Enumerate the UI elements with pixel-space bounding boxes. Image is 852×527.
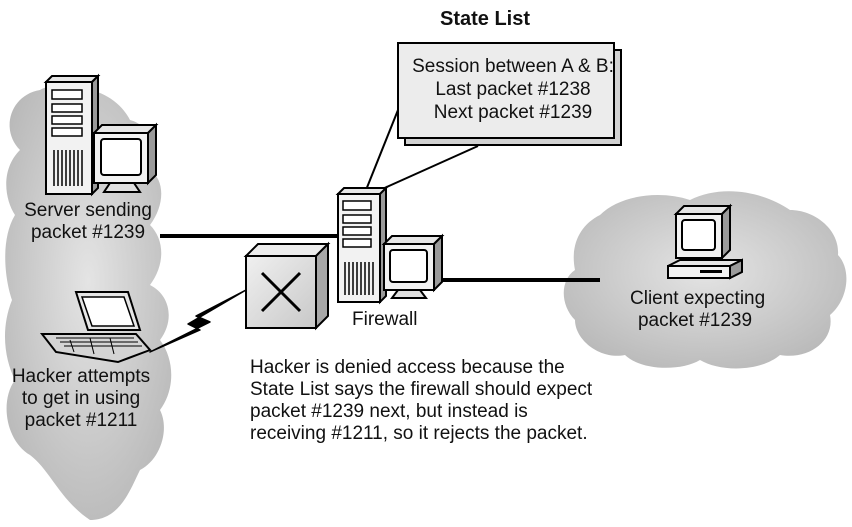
firewall-label: Firewall [352, 309, 418, 330]
state-list-line: Next packet #1239 [433, 102, 593, 123]
server-label-line: packet #1239 [30, 222, 146, 243]
right-cloud-icon [563, 191, 847, 369]
server-label-line: Server sending [24, 200, 152, 221]
hacker-label-line: to get in using [21, 388, 141, 409]
firewall-tower-icon [335, 185, 389, 305]
server-label: Server sending packet #1239 [18, 200, 158, 244]
server-monitor-icon [91, 122, 159, 193]
client-label: Client expecting packet #1239 [630, 288, 766, 332]
explanation-text: Hacker is denied access because the Stat… [250, 357, 592, 445]
state-list-title: State List [440, 8, 531, 30]
server-tower-icon [43, 73, 101, 197]
client-desktop-base-icon [667, 258, 743, 280]
state-list-line: Session between A & B: [412, 56, 614, 77]
firewall-monitor-icon [381, 233, 445, 299]
state-list-box [397, 42, 622, 146]
explanation-line: packet #1239 next, but instead is [250, 401, 528, 422]
hacker-label-line: packet #1211 [24, 410, 138, 431]
client-label-line: Client expecting [630, 288, 766, 309]
laptop-icon [39, 291, 152, 364]
client-monitor-icon [673, 203, 733, 265]
hacker-label-line: Hacker attempts [11, 366, 151, 387]
state-list-entries: Session between A & B: Last packet #1238… [405, 55, 621, 124]
reject-x-box-icon [243, 241, 331, 331]
lightning-bolt-icon [149, 289, 247, 353]
state-list-line: Last packet #1238 [435, 79, 591, 100]
explanation-line: Hacker is denied access because the [250, 357, 565, 378]
explanation-line: State List says the firewall should expe… [250, 379, 593, 400]
explanation-line: receiving #1211, so it rejects the packe… [250, 423, 588, 444]
client-label-line: packet #1239 [637, 310, 753, 331]
hacker-label: Hacker attempts to get in using packet #… [6, 366, 156, 432]
